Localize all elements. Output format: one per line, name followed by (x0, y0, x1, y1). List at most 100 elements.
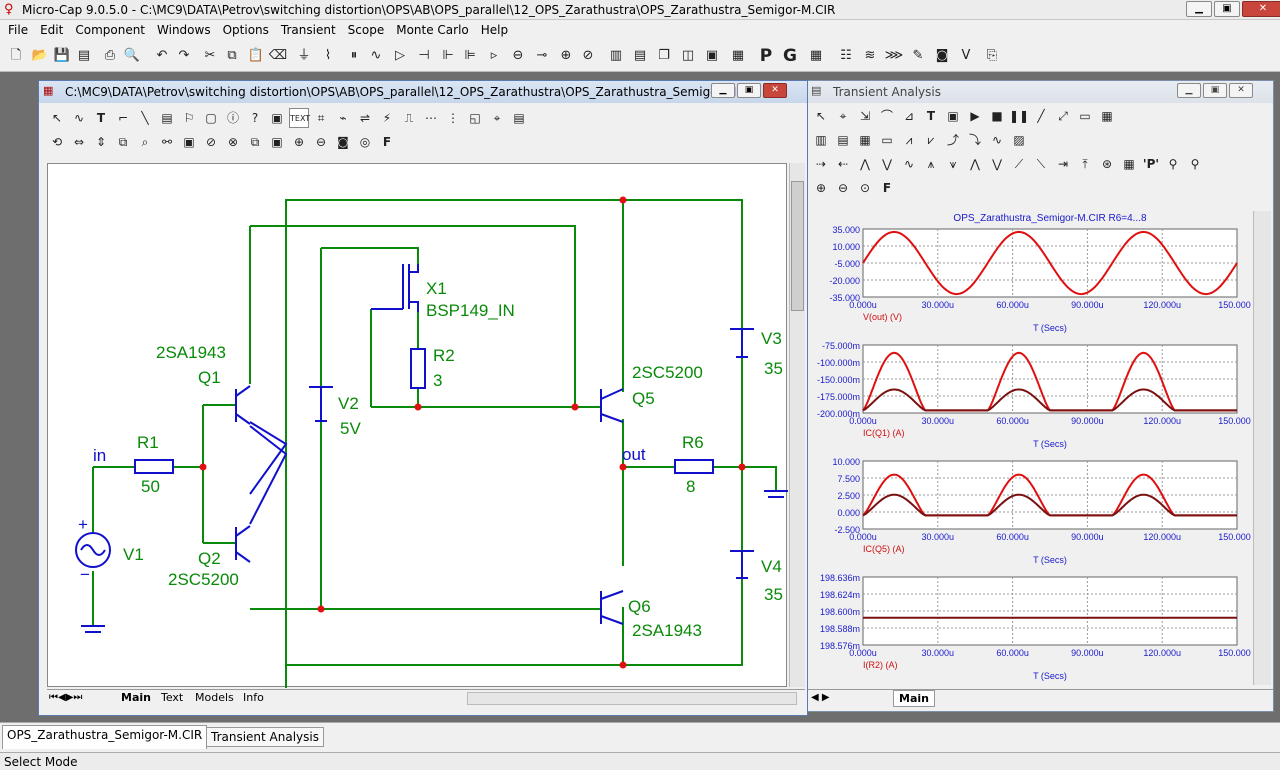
save-all-icon[interactable]: ▤ (77, 48, 91, 63)
capacitor-icon[interactable]: ⏸ (350, 48, 358, 63)
inductor-icon[interactable]: ∿ (370, 48, 382, 63)
window-list-icon[interactable]: ▣ (705, 48, 719, 63)
print-icon[interactable]: ⎙ (104, 48, 116, 63)
shape-icon[interactable]: ▢ (205, 111, 217, 125)
print-preview-icon[interactable]: 🔍 (123, 48, 141, 63)
text-tool-icon[interactable]: T (96, 111, 106, 125)
window-properties-icon[interactable]: ▣ (183, 135, 195, 149)
mirror-icon[interactable]: ⧉ (118, 135, 128, 149)
image-icon[interactable]: ▨ (1013, 133, 1025, 147)
text-icon[interactable]: T (926, 109, 936, 123)
vb-icon[interactable]: V (961, 48, 971, 63)
valley-find-icon[interactable]: ⋁ (882, 157, 892, 171)
font-icon[interactable]: F (882, 181, 892, 195)
transient-minimize-button[interactable]: ▁ (1177, 83, 1201, 98)
menu-transient[interactable]: Transient (280, 23, 336, 37)
tab-models[interactable]: Models (195, 691, 234, 704)
flip-x-icon[interactable]: ⇔ (73, 135, 85, 149)
next-point-icon[interactable]: ⇢ (815, 157, 827, 171)
current-probe-icon[interactable]: ⊘ (582, 48, 594, 63)
menu-file[interactable]: File (8, 23, 29, 37)
cascade-icon[interactable]: ❐ (658, 48, 670, 63)
zoom-in-schematic-icon[interactable]: ⊕ (293, 135, 305, 149)
close-button[interactable]: ✕ (1242, 1, 1280, 17)
slope-icon[interactable]: ∿ (991, 133, 1003, 147)
window-icon[interactable]: ◙ (935, 48, 949, 63)
doc-tab-schematic[interactable]: OPS_Zarathustra_Semigor-M.CIR (2, 725, 208, 749)
analysis-tab-main[interactable]: Main (893, 690, 935, 707)
ground-icon[interactable]: ⏚ (297, 48, 311, 63)
zoom-fit-icon[interactable]: ⊙ (859, 181, 871, 195)
low-icon[interactable]: ⤵ (968, 133, 981, 147)
graph-icon[interactable]: ⊿ (903, 109, 915, 123)
cursor-icon[interactable]: ⌖ (839, 109, 847, 123)
go-x-icon[interactable]: ⇥ (1057, 157, 1069, 171)
g-button[interactable]: G (783, 46, 797, 66)
menu-component[interactable]: Component (75, 23, 146, 37)
cursor-mode-icon[interactable]: ⌖ (493, 111, 501, 125)
resistor-icon[interactable]: ⌇ (324, 48, 332, 63)
tag-icon[interactable]: ⊛ (1101, 157, 1113, 171)
diagonal-wire-icon[interactable]: ╲ (141, 111, 149, 125)
format-icon[interactable]: ▭ (1079, 109, 1091, 123)
color-icon[interactable]: ◎ (359, 135, 371, 149)
global-high-icon[interactable]: ⩚ (927, 157, 935, 171)
tab-main[interactable]: Main (121, 691, 151, 704)
currents-icon[interactable]: ⇌ (359, 111, 371, 125)
layout-4-icon[interactable]: ▭ (881, 133, 893, 147)
properties-icon[interactable]: ▣ (947, 109, 959, 123)
waveform-icon[interactable]: ≋ (864, 48, 876, 63)
analysis-tab-nav-icon[interactable]: ◀ ▶ (811, 692, 830, 703)
menu-monte-carlo[interactable]: Monte Carlo (396, 23, 469, 37)
grid-icon[interactable]: ▦ (809, 48, 823, 63)
open-file-icon[interactable]: 📂 (31, 48, 49, 63)
schematic-close-button[interactable]: ✕ (763, 83, 787, 98)
transient-close-button[interactable]: ✕ (1229, 83, 1253, 98)
minimize-button[interactable]: ▁ (1186, 1, 1212, 17)
node-numbers-icon[interactable]: ⌗ (317, 111, 325, 125)
layout-2-icon[interactable]: ▤ (837, 133, 849, 147)
page-icon[interactable]: ▤ (513, 111, 525, 125)
new-file-icon[interactable]: 🗋 (10, 48, 22, 63)
inflection-icon[interactable]: ∿ (903, 157, 915, 171)
pin-icon[interactable]: ⋯ (425, 111, 437, 125)
flip-y-icon[interactable]: ⇕ (95, 135, 107, 149)
binocular-icon[interactable]: ⚯ (161, 135, 173, 149)
menu-edit[interactable]: Edit (40, 23, 64, 37)
border-icon[interactable]: ◱ (469, 111, 481, 125)
high-icon[interactable]: ⤴ (946, 133, 959, 147)
rise-icon[interactable]: ⟋ (1014, 157, 1024, 171)
zoom-out-schematic-icon[interactable]: ⊖ (315, 135, 327, 149)
scale-icon[interactable]: ⇲ (859, 109, 871, 123)
power-icon[interactable]: ⚡ (382, 111, 392, 125)
redo-icon[interactable]: ↷ (178, 48, 190, 63)
menu-windows[interactable]: Windows (157, 23, 211, 37)
schematic-tab-nav-icon[interactable]: ⏮◀▶⏭ (49, 692, 83, 703)
p-button[interactable]: P (759, 46, 773, 66)
transient-restore-button[interactable]: ▣ (1203, 83, 1227, 98)
numbers-icon[interactable]: ▦ (1123, 157, 1135, 171)
schematic-restore-button[interactable]: ▣ (737, 83, 761, 98)
zoom-out-icon[interactable]: ⊖ (837, 181, 849, 195)
menu-scope[interactable]: Scope (347, 23, 385, 37)
copy-icon[interactable]: ⧉ (227, 48, 237, 63)
source-icon[interactable]: ⊖ (512, 48, 524, 63)
pen-icon[interactable]: ✎ (912, 48, 924, 63)
global-low-icon[interactable]: ⩛ (949, 157, 957, 171)
stop-icon[interactable]: ■ (991, 109, 1003, 123)
help-tool-icon[interactable]: ? (251, 111, 259, 125)
grid-dots-icon[interactable]: ⋮ (447, 111, 459, 125)
wave-icon[interactable]: ⌒ (880, 109, 893, 123)
run-icon[interactable]: ▶ (970, 109, 980, 123)
go-y-icon[interactable]: ⤒ (1082, 157, 1088, 171)
peak-icon[interactable]: ⩘ (905, 133, 913, 147)
layout-1-icon[interactable]: ▥ (815, 133, 827, 147)
bottom-icon[interactable]: ⋁ (992, 157, 1002, 171)
doc-tab-transient[interactable]: Transient Analysis (206, 727, 324, 747)
voltages-icon[interactable]: ⌁ (339, 111, 347, 125)
clear-icon[interactable]: ⌫ (268, 48, 288, 63)
pause-icon[interactable]: ❚❚ (1009, 109, 1030, 123)
stepping-icon-2[interactable]: ⚲ (1168, 157, 1178, 171)
stepping-icon-3[interactable]: ⚲ (1190, 157, 1200, 171)
